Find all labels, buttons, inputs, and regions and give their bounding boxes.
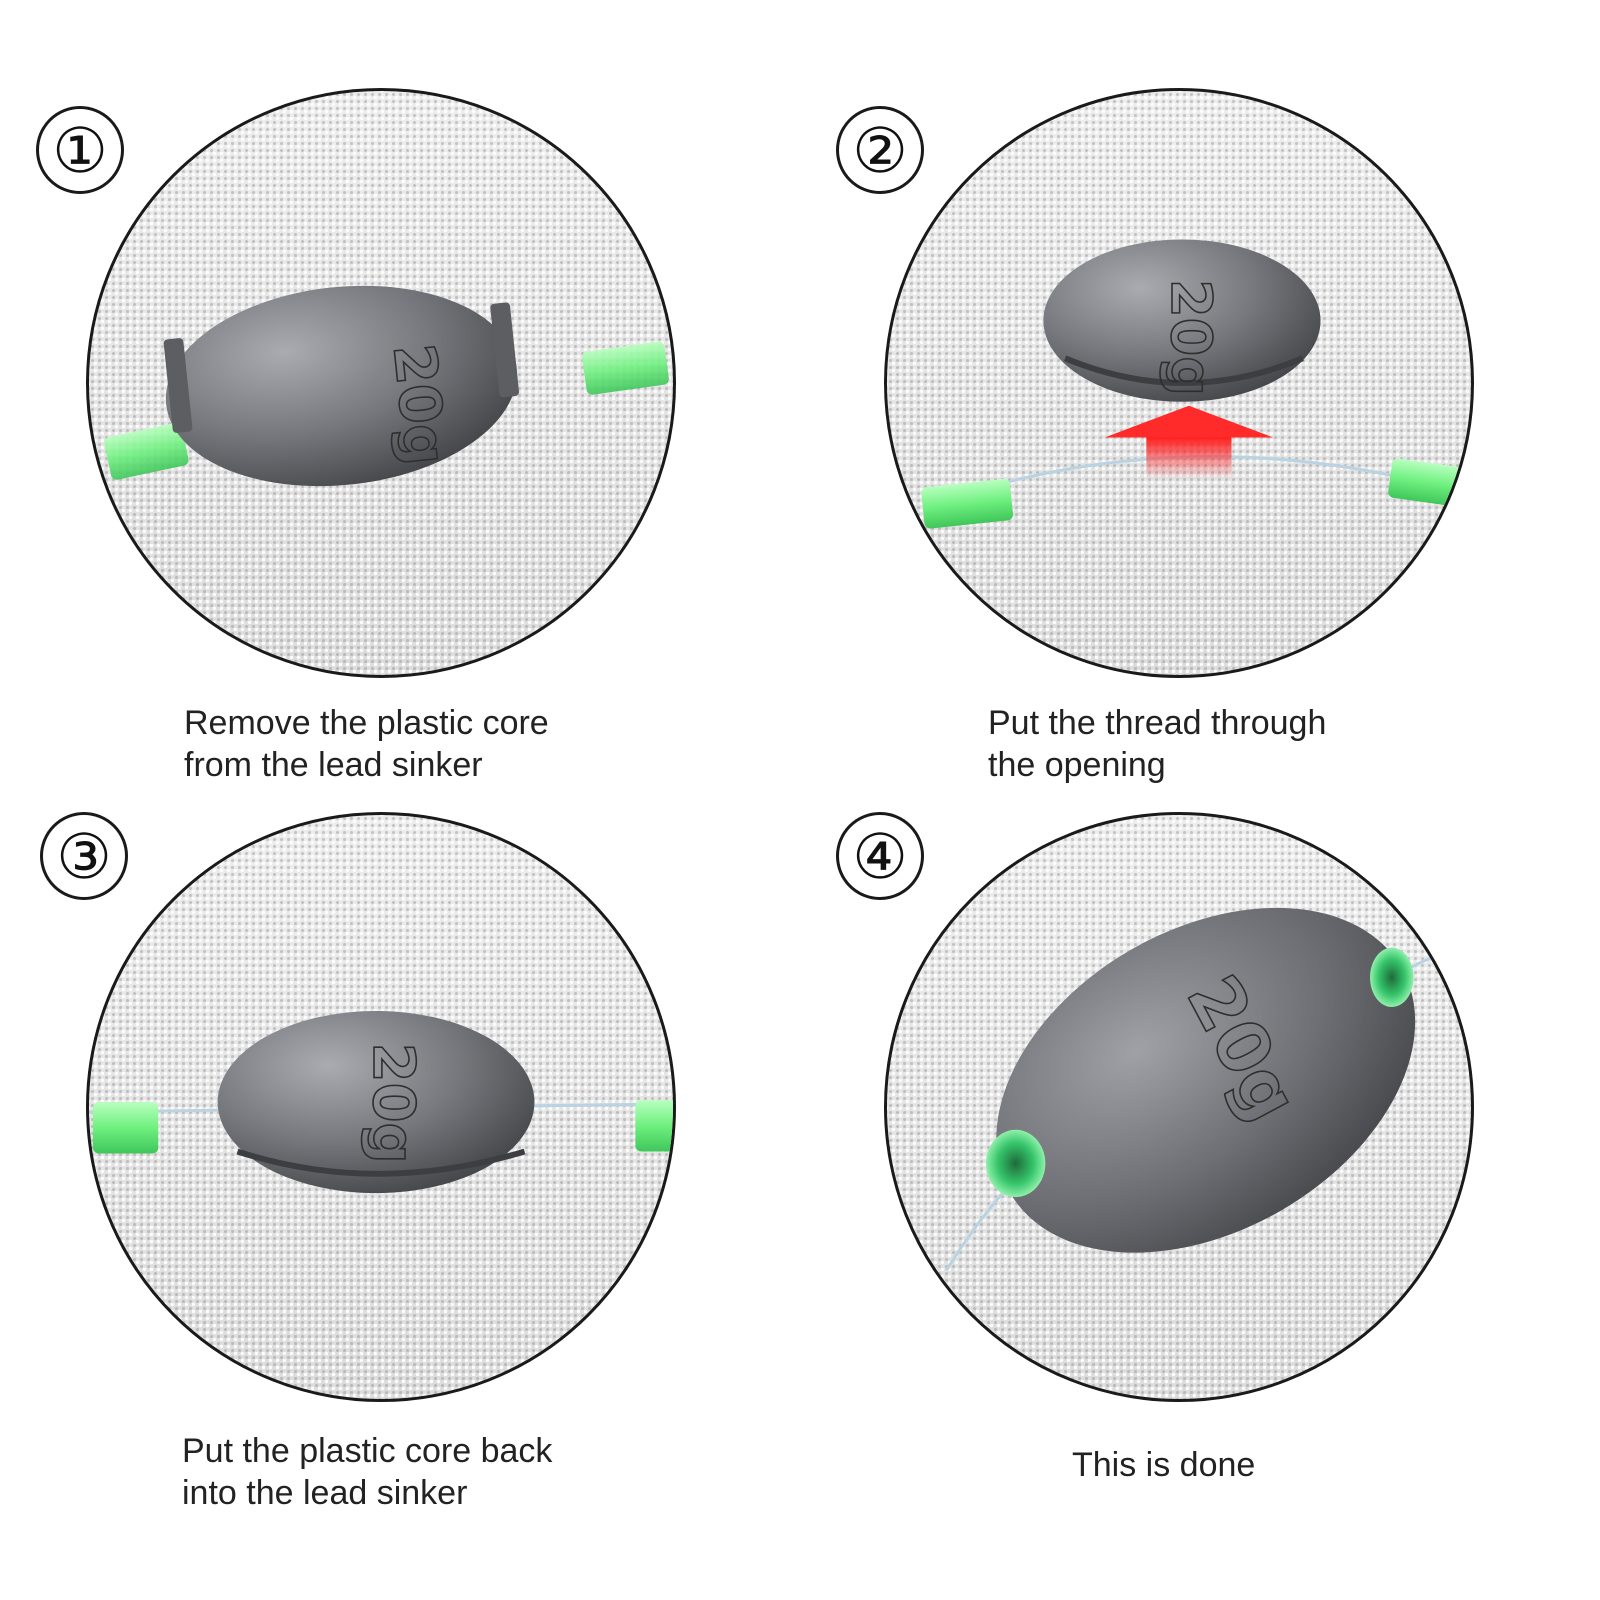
sinker-weight-label: 20g [1158, 279, 1222, 396]
lead-sinker [163, 285, 520, 487]
plastic-core-right [635, 1100, 673, 1152]
step-2-photo: 20g [884, 88, 1474, 678]
step-1-caption: Remove the plastic core from the lead si… [184, 704, 549, 784]
step-4-photo: 20g [884, 812, 1474, 1402]
step-3-number: ③ [40, 812, 128, 900]
step-3-illustration: 20g [89, 1010, 673, 1194]
step-1-photo: 20g [86, 88, 676, 678]
step-2-caption: Put the thread through the opening [988, 704, 1327, 784]
step-3-caption: Put the plastic core back into the lead … [182, 1432, 553, 1512]
step-4-number: ④ [836, 812, 924, 900]
plastic-core-left [104, 422, 189, 480]
lead-sinker [996, 907, 1416, 1253]
lead-sinker [217, 1010, 535, 1194]
step-1-number: ① [36, 106, 124, 194]
step-4-illustration: 20g [945, 907, 1442, 1272]
step-2-number: ② [836, 106, 924, 194]
plastic-core-right [582, 341, 669, 395]
plastic-core-right [1370, 947, 1414, 1008]
step-3-photo: 20g [86, 812, 676, 1402]
plastic-core-right [1388, 458, 1471, 508]
lead-sinker [1043, 239, 1321, 402]
plastic-core-left [92, 1102, 159, 1154]
sinker-weight-label: 20g [360, 1043, 427, 1164]
step-4-caption: This is done [1072, 1446, 1256, 1484]
step-1-illustration: 20g [104, 285, 669, 487]
plastic-core-left [921, 479, 1014, 529]
plastic-core-left [985, 1129, 1046, 1198]
arrow-up-icon [1104, 405, 1274, 480]
step-2-illustration: 20g [921, 239, 1471, 529]
sinker-weight-label: 20g [380, 341, 459, 468]
